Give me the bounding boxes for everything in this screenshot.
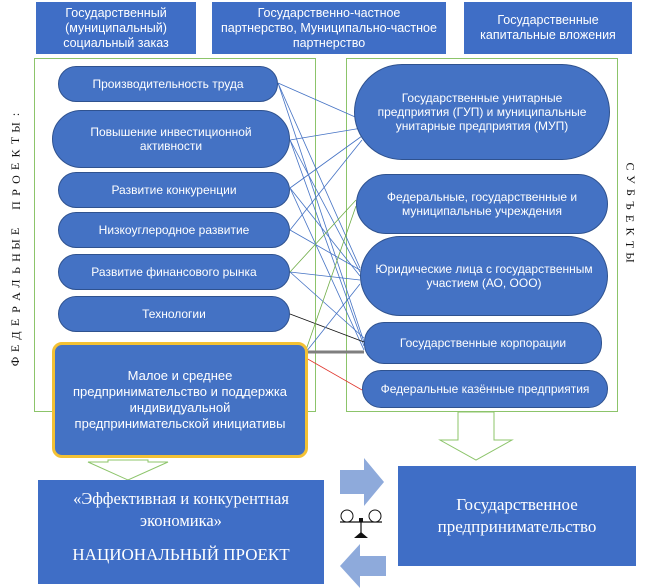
state-business-box: Государственное предпринимательство <box>398 466 636 566</box>
link-productivity-legal <box>277 82 361 269</box>
down-arrow-right <box>438 411 514 461</box>
state-business-label: Государственное предпринимательство <box>437 495 597 536</box>
link-finance-legal <box>289 271 361 281</box>
arrow-right <box>340 458 384 506</box>
link-sme-legal <box>305 283 361 353</box>
subject-institutions: Федеральные, государственные и муниципал… <box>356 174 608 234</box>
top-box-social-order: Государственный (муниципальный) социальн… <box>36 2 196 54</box>
top-box-capital-investment: Государственные капитальные вложения <box>464 2 632 54</box>
link-finance-institutions <box>289 199 357 273</box>
link-investment-legal <box>289 139 361 273</box>
link-lowcarbon-gup <box>289 139 363 231</box>
project-technology: Технологии <box>58 296 290 332</box>
link-productivity-corp <box>277 82 365 343</box>
link-sme-treasury <box>305 357 363 391</box>
down-arrow-left <box>87 459 169 481</box>
subject-legal-entities: Юридические лица с государственным участ… <box>360 236 608 316</box>
link-sme-institutions <box>305 205 357 351</box>
link-finance-corp <box>289 271 365 339</box>
subject-treasury-enterprises: Федеральные казённые предприятия <box>362 370 608 408</box>
top-box-ppp: Государственно-частное партнерство, Муни… <box>212 2 446 54</box>
project-lowcarbon: Низкоуглеродное развитие <box>58 212 290 248</box>
link-competition-gup <box>289 135 363 189</box>
link-investment-corp <box>289 139 365 347</box>
subject-gup-mup: Государственные унитарные предприятия (Г… <box>354 64 610 160</box>
subject-corporations: Государственные корпорации <box>364 322 602 364</box>
project-competition: Развитие конкуренции <box>58 172 290 208</box>
link-productivity-gup <box>277 82 363 121</box>
project-finance: Развитие финансового рынка <box>58 254 290 290</box>
project-productivity: Производительность труда <box>58 66 278 102</box>
link-investment-gup <box>289 127 363 141</box>
scales-icon <box>334 500 388 540</box>
link-tech-corp <box>289 313 365 343</box>
national-project-box: «Эффективная и конкурентная экономика» Н… <box>38 480 324 584</box>
national-project-title: «Эффективная и конкурентная экономика» <box>73 489 289 530</box>
link-lowcarbon-legal <box>289 229 361 271</box>
project-investment: Повышение инвестиционной активности <box>52 110 290 168</box>
project-sme: Малое и среднее предпринимательство и по… <box>52 342 308 458</box>
link-competition-legal <box>289 187 361 277</box>
arrow-left <box>340 544 386 588</box>
national-project-subtitle: НАЦИОНАЛЬНЫЙ ПРОЕКТ <box>72 545 290 564</box>
